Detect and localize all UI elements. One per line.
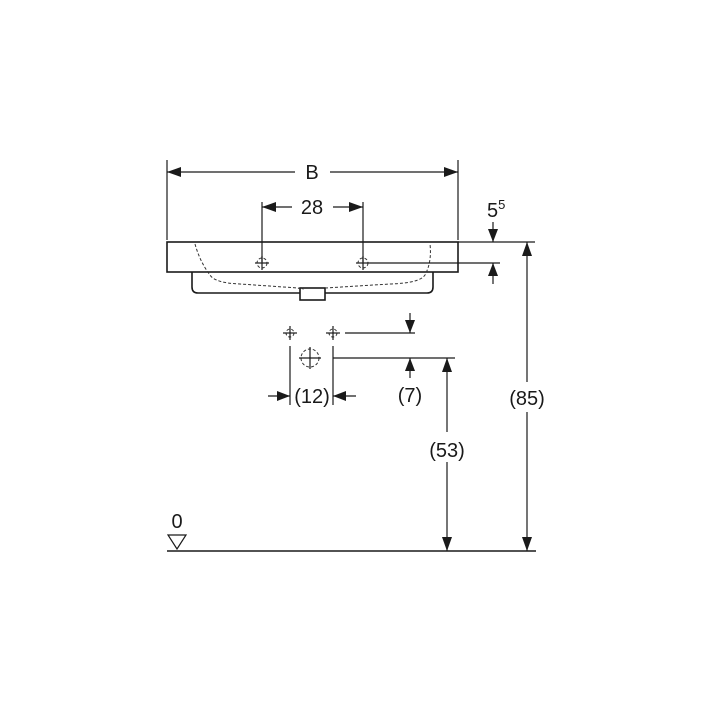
hole-spacing-dimension: 28: [261, 197, 364, 262]
outlet-offset-dimension: (7): [398, 313, 422, 407]
outlet-height-dimension: (53): [429, 358, 465, 551]
width-dimension: B: [166, 160, 459, 240]
hole-spacing-label: 28: [301, 197, 323, 219]
outlet-spacing-dimension: (12): [268, 386, 356, 408]
width-label: B: [305, 162, 318, 184]
washbasin-front-view: [166, 241, 459, 301]
outlet-offset-label: (7): [398, 385, 422, 407]
tap-hole-right: [356, 256, 370, 270]
tap-hole-left: [255, 256, 269, 270]
supply-cross-right: [326, 326, 340, 340]
supply-cross-left: [283, 326, 297, 340]
rim-height-label: (85): [509, 388, 545, 410]
hole-offset-label: 55: [487, 197, 505, 222]
rim-height-dimension: (85): [509, 242, 545, 551]
floor-level-triangle-icon: [166, 534, 188, 551]
outlet-height-label: (53): [429, 440, 465, 462]
outlet-spacing-label: (12): [294, 386, 330, 408]
outlet-detail: [283, 326, 455, 405]
floor-level-label: 0: [171, 511, 182, 533]
floor-line: 0: [166, 511, 536, 552]
hole-offset-dimension: 55: [370, 197, 535, 284]
